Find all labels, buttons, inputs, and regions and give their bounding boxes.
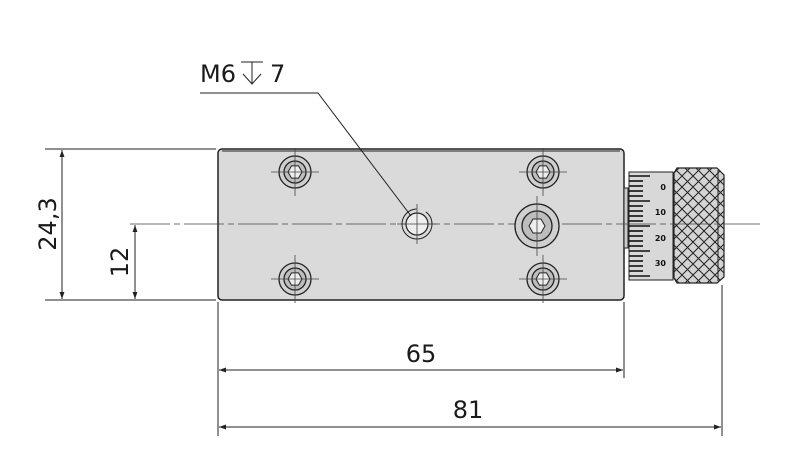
dim-height-total: 24,3 <box>34 197 62 250</box>
depth-label: 7 <box>270 60 285 88</box>
extension-lines <box>45 148 723 436</box>
threaded-hole-m6 <box>397 204 437 244</box>
dim-height-center: 12 <box>106 247 134 278</box>
cap-screw-icon <box>519 148 567 196</box>
dim-length-body: 65 <box>406 340 437 368</box>
scale-label-30: 30 <box>655 259 667 268</box>
knurled-knob[interactable] <box>673 167 725 284</box>
cap-screw-icon <box>519 255 567 303</box>
scale-label-20: 20 <box>655 234 667 243</box>
micrometer-drum[interactable]: 0 10 20 30 <box>623 171 674 281</box>
depth-symbol-icon <box>241 61 263 85</box>
scale-label-10: 10 <box>655 208 667 217</box>
callout-leader <box>200 92 412 217</box>
cap-screw-icon <box>271 255 319 303</box>
scale-label-0: 0 <box>660 183 666 192</box>
cap-screw-icon <box>271 148 319 196</box>
dim-length-total: 81 <box>453 396 484 424</box>
thread-label: M6 <box>200 60 236 88</box>
adjustment-screw-icon <box>514 196 560 256</box>
